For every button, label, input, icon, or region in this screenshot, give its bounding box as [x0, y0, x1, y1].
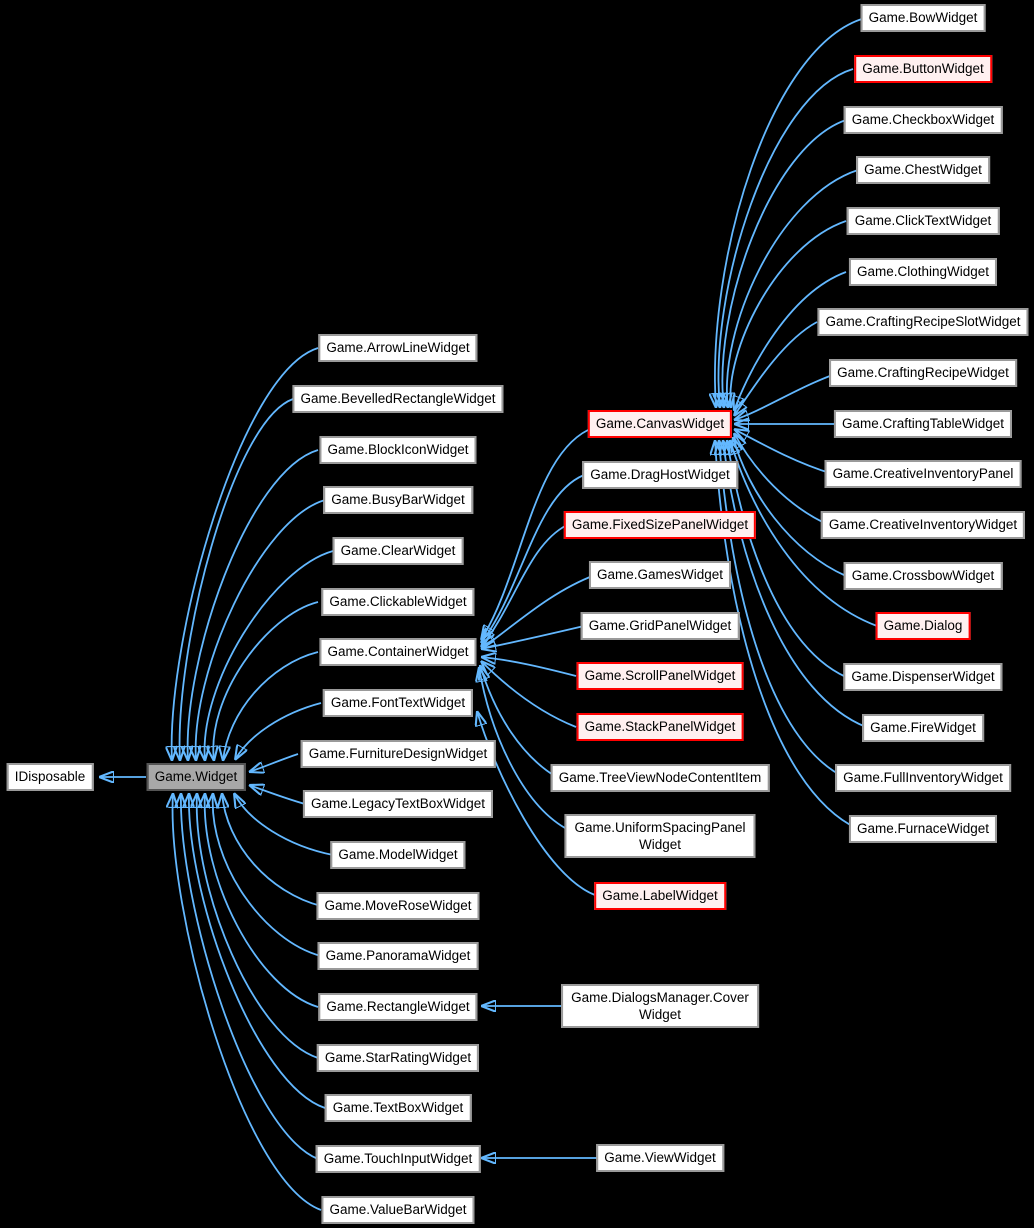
node-game-panoramawidget[interactable]: Game.PanoramaWidget [317, 942, 479, 970]
node-game-starratingwidget[interactable]: Game.StarRatingWidget [316, 1044, 480, 1072]
edge-moverose-widget [222, 793, 322, 907]
node-game-busybarwidget[interactable]: Game.BusyBarWidget [323, 486, 473, 514]
edge-blockicon-widget [188, 449, 319, 761]
edge-bow-canvas [715, 17, 866, 408]
node-game-clothingwidget[interactable]: Game.ClothingWidget [848, 258, 998, 286]
edge-stackpanel-container [481, 661, 577, 728]
node-game-firewidget[interactable]: Game.FireWidget [862, 714, 984, 742]
edge-draghost-container [481, 474, 585, 643]
node-game-stackpanelwidget[interactable]: Game.StackPanelWidget [576, 713, 744, 741]
edge-furnituredesign-widget [249, 753, 299, 772]
edge-group [99, 17, 878, 1211]
node-game-furnituredesignwidget[interactable]: Game.FurnitureDesignWidget [300, 740, 496, 768]
edge-clickable-widget [213, 601, 319, 761]
edge-legacytextbox-widget [249, 785, 306, 805]
node-game-draghostwidget[interactable]: Game.DragHostWidget [582, 461, 738, 489]
node-game-bowwidget[interactable]: Game.BowWidget [860, 4, 986, 32]
edge-rectangle-widget [205, 793, 319, 1008]
node-game-crossbowwidget[interactable]: Game.CrossbowWidget [843, 562, 1003, 590]
node-game-clickablewidget[interactable]: Game.ClickableWidget [321, 588, 475, 616]
node-game-dialog[interactable]: Game.Dialog [875, 612, 971, 640]
node-game-buttonwidget[interactable]: Game.ButtonWidget [854, 55, 992, 83]
edge-panorama-widget [213, 793, 322, 957]
node-game-creativeinventorywidget[interactable]: Game.CreativeInventoryWidget [820, 511, 1026, 539]
node-game-rectanglewidget[interactable]: Game.RectangleWidget [318, 993, 478, 1021]
edge-canvas-container [481, 429, 589, 640]
node-game-gameswidget[interactable]: Game.GamesWidget [588, 561, 732, 589]
node-game-valuebarwidget[interactable]: Game.ValueBarWidget [321, 1196, 475, 1224]
node-game-textboxwidget[interactable]: Game.TextBoxWidget [324, 1094, 472, 1122]
edge-crossbow-canvas [733, 437, 847, 577]
edge-model-widget [234, 793, 334, 856]
node-game-treeviewnodecontentitem[interactable]: Game.TreeViewNodeContentItem [550, 764, 770, 792]
edge-fonttext-widget [235, 702, 322, 760]
node-game-containerwidget[interactable]: Game.ContainerWidget [319, 638, 477, 666]
node-game-craftingtablewidget[interactable]: Game.CraftingTableWidget [833, 410, 1013, 438]
edge-labelwidget-fonttext [477, 711, 596, 896]
node-game-clicktextwidget[interactable]: Game.ClickTextWidget [846, 207, 1000, 235]
node-game-fonttextwidget[interactable]: Game.FontTextWidget [322, 689, 474, 717]
edge-gridpanel-container [481, 625, 585, 649]
node-game-viewwidget[interactable]: Game.ViewWidget [596, 1144, 724, 1172]
node-game-modelwidget[interactable]: Game.ModelWidget [330, 841, 466, 869]
node-game-clearwidget[interactable]: Game.ClearWidget [332, 537, 464, 565]
node-game-scrollpanelwidget[interactable]: Game.ScrollPanelWidget [576, 662, 744, 690]
edge-starrating-widget [197, 793, 319, 1059]
edge-games-container [481, 574, 596, 649]
edge-container-widget [223, 651, 319, 761]
edge-button-canvas [719, 68, 854, 408]
edge-craftingrecipeslot-canvas [734, 321, 818, 416]
edge-fire-canvas [723, 440, 867, 728]
edge-uniformspacingpanel-container [479, 667, 566, 829]
edge-clothing-canvas [734, 271, 847, 411]
node-game-furnacewidget[interactable]: Game.FurnaceWidget [848, 815, 998, 843]
node-game-craftingrecipewidget[interactable]: Game.CraftingRecipeWidget [829, 359, 1017, 387]
node-game-dispenserwidget[interactable]: Game.DispenserWidget [843, 663, 1003, 691]
edge-checkbox-canvas [722, 119, 847, 408]
node-idisposable[interactable]: IDisposable [6, 763, 94, 791]
node-game-dialogsmanager-coverwidget[interactable]: Game.DialogsManager.Cover Widget [561, 984, 759, 1028]
edge-dialog-canvas [730, 440, 878, 627]
node-game-gridpanelwidget[interactable]: Game.GridPanelWidget [580, 612, 740, 640]
node-game-bevelledrectanglewidget[interactable]: Game.BevelledRectangleWidget [292, 385, 504, 413]
node-game-uniformspacingpanelwidget[interactable]: Game.UniformSpacingPanel Widget [564, 814, 756, 858]
edge-clicktext-canvas [730, 220, 847, 408]
edge-bevelledrectangle-widget [180, 398, 294, 761]
edge-fixedsizepanel-container [481, 524, 568, 647]
node-game-legacytextboxwidget[interactable]: Game.LegacyTextBoxWidget [302, 790, 494, 818]
node-game-widget: Game.Widget [146, 763, 246, 791]
node-game-fullinventorywidget[interactable]: Game.FullInventoryWidget [835, 764, 1011, 792]
edge-chest-canvas [727, 169, 859, 408]
edge-furnace-canvas [715, 440, 859, 830]
edge-valuebar-widget [173, 793, 322, 1211]
node-game-creativeinventorypanel[interactable]: Game.CreativeInventoryPanel [824, 460, 1022, 488]
node-game-chestwidget[interactable]: Game.ChestWidget [856, 156, 990, 184]
edge-craftingrecipe-canvas [734, 372, 839, 420]
node-game-moverosewidget[interactable]: Game.MoveRoseWidget [316, 892, 480, 920]
edge-scrollpanel-container [481, 657, 577, 677]
node-game-checkboxwidget[interactable]: Game.CheckboxWidget [843, 106, 1003, 134]
edge-clear-widget [205, 550, 334, 761]
edge-touchinput-widget [181, 793, 319, 1160]
edge-textbox-widget [189, 793, 326, 1109]
node-game-arrowlinewidget[interactable]: Game.ArrowLineWidget [318, 334, 478, 362]
edge-creativeinventorypanel-canvas [734, 429, 834, 475]
edge-fullinventory-canvas [719, 440, 847, 779]
node-game-craftingrecipeslotwidget[interactable]: Game.CraftingRecipeSlotWidget [817, 308, 1029, 336]
edge-arrowline-widget [172, 347, 319, 761]
node-game-canvaswidget[interactable]: Game.CanvasWidget [587, 410, 733, 438]
node-game-touchinputwidget[interactable]: Game.TouchInputWidget [315, 1145, 481, 1173]
node-game-labelwidget[interactable]: Game.LabelWidget [594, 882, 726, 910]
edge-busybar-widget [196, 499, 326, 761]
node-game-blockiconwidget[interactable]: Game.BlockIconWidget [319, 436, 477, 464]
node-game-fixedsizepanelwidget[interactable]: Game.FixedSizePanelWidget [563, 511, 757, 539]
